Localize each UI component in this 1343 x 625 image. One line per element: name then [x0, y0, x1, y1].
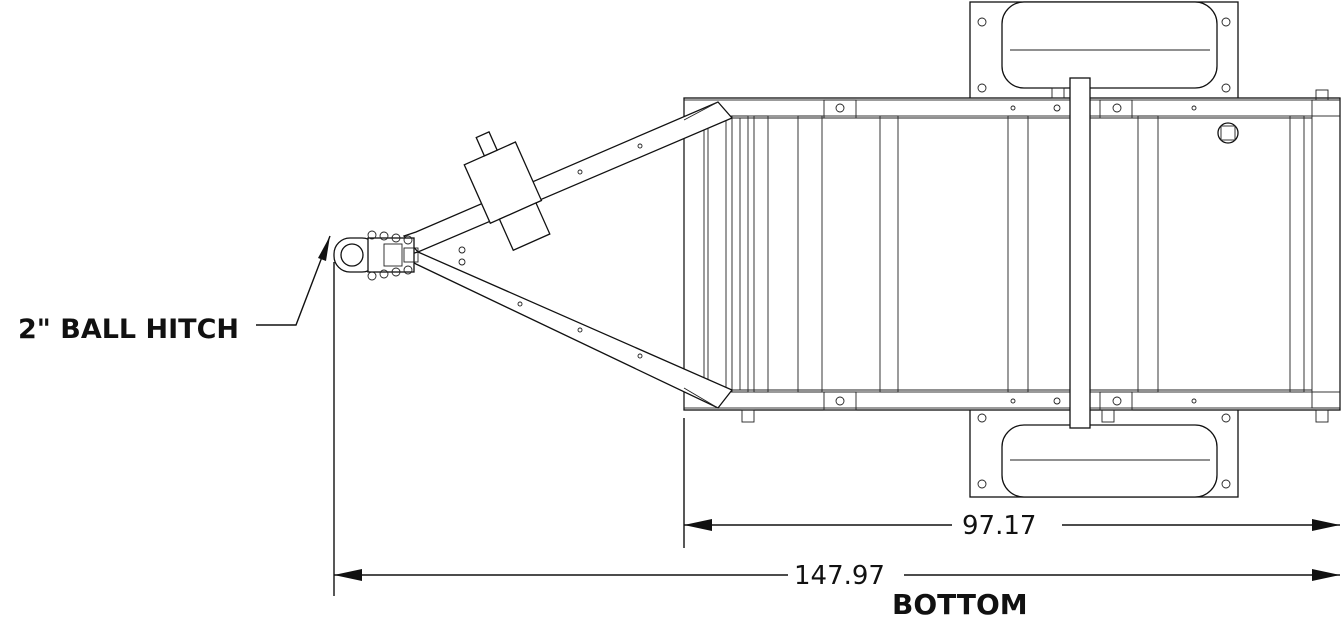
- bottom-wheel-fender: [969, 404, 1239, 498]
- trailer-frame: [683, 87, 1341, 423]
- frame-length-dimension: [683, 418, 1340, 548]
- hitch-callout-label: 2" BALL HITCH: [18, 314, 239, 345]
- tongue-jack: [463, 131, 551, 252]
- overall-length-dimension: [333, 262, 1340, 596]
- top-wheel-fender: [969, 1, 1239, 101]
- overall-length-value: 147.97: [794, 561, 885, 591]
- view-title: BOTTOM: [892, 588, 1028, 621]
- hitch-callout-leader: [256, 235, 331, 326]
- frame-length-value: 97.17: [962, 511, 1036, 541]
- axle: [1069, 77, 1091, 429]
- safety-chains: [367, 230, 466, 281]
